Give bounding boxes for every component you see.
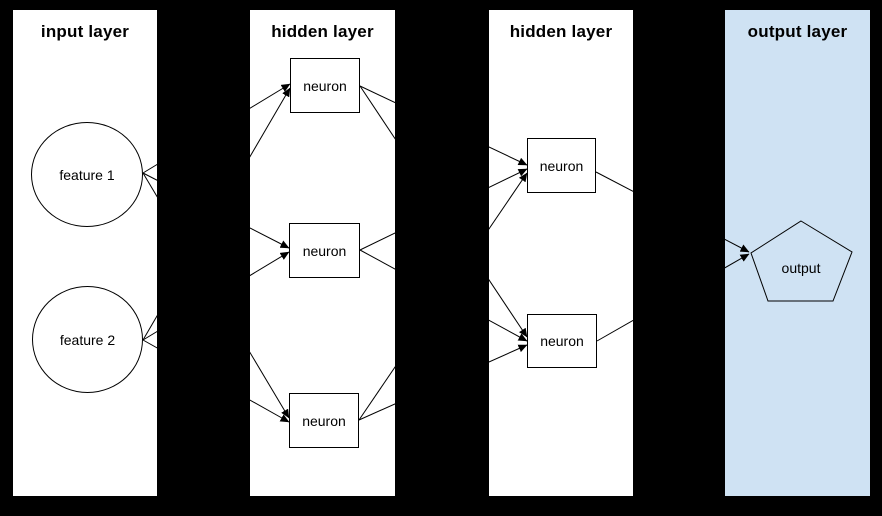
hidden1-neuron-1-label: neuron: [303, 77, 347, 94]
hidden-layer-1-title: hidden layer: [271, 22, 374, 41]
panel-output-layer: output layer: [725, 10, 870, 496]
output-layer-title: output layer: [747, 22, 848, 41]
input-layer-title: input layer: [40, 22, 130, 41]
hidden1-neuron-3: neuron: [289, 393, 359, 448]
hidden-layer-2-title: hidden layer: [509, 22, 613, 41]
output-node-label: output: [781, 260, 821, 276]
input-node-feature-1: feature 1: [31, 122, 143, 227]
hidden2-neuron-1: neuron: [527, 138, 596, 193]
input-node-feature-2: feature 2: [32, 286, 143, 393]
hidden1-neuron-2: neuron: [289, 223, 360, 278]
feature-2-label: feature 2: [59, 331, 116, 348]
hidden1-neuron-1: neuron: [290, 58, 360, 113]
hidden1-neuron-3-label: neuron: [302, 412, 346, 429]
hidden2-neuron-2: neuron: [527, 314, 597, 368]
panel-input-layer: input layer: [13, 10, 157, 496]
hidden2-neuron-1-label: neuron: [539, 157, 584, 174]
hidden2-neuron-2-label: neuron: [540, 333, 584, 349]
panel-hidden-layer-2: hidden layer: [489, 10, 633, 496]
hidden1-neuron-2-label: neuron: [302, 242, 347, 259]
feature-1-label: feature 1: [59, 166, 115, 183]
